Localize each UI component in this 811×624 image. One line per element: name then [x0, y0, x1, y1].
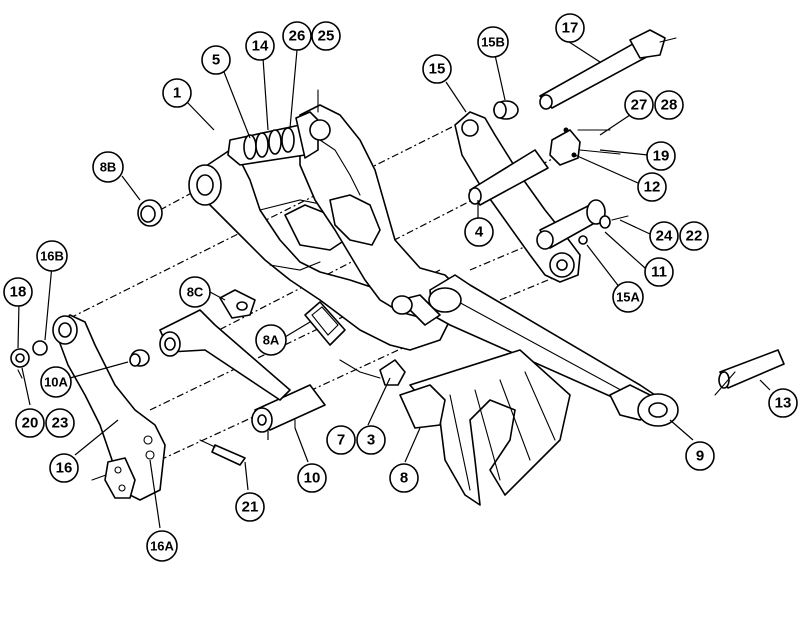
plate-8a [304, 301, 346, 346]
top-pin-assembly [227, 89, 331, 166]
svg-text:13: 13 [775, 395, 792, 412]
svg-text:8C: 8C [187, 285, 204, 300]
svg-text:8B: 8B [100, 160, 117, 175]
svg-text:26: 26 [289, 28, 306, 45]
callout-11[interactable]: 11 [644, 257, 674, 287]
callout-28[interactable]: 28 [654, 90, 684, 120]
callout-22[interactable]: 22 [679, 221, 709, 251]
callout-9[interactable]: 9 [685, 441, 715, 471]
callout-7[interactable]: 7 [326, 425, 356, 455]
svg-text:15B: 15B [481, 35, 505, 50]
callout-12[interactable]: 12 [637, 172, 667, 202]
pivot-boss [137, 164, 222, 227]
callout-26[interactable]: 26 [282, 21, 312, 51]
svg-text:27: 27 [631, 97, 648, 114]
right-frame-plate [299, 104, 461, 321]
svg-text:20: 20 [22, 415, 39, 432]
callout-16b[interactable]: 16B [36, 240, 68, 272]
callout-10[interactable]: 10 [297, 463, 327, 493]
callout-19[interactable]: 19 [646, 141, 676, 171]
pin-13 [714, 349, 785, 396]
pin-17 [539, 29, 677, 110]
hydraulic-cylinder-9 [391, 274, 679, 427]
svg-text:21: 21 [242, 499, 259, 516]
callout-21[interactable]: 21 [235, 492, 265, 522]
svg-text:16: 16 [56, 460, 73, 477]
callout-15b[interactable]: 15B [477, 26, 509, 58]
svg-text:4: 4 [475, 224, 484, 241]
retainer-plate-12 [549, 127, 621, 166]
pin-11-assembly [536, 199, 629, 250]
callout-27[interactable]: 27 [624, 90, 654, 120]
svg-text:25: 25 [318, 28, 335, 45]
svg-text:12: 12 [644, 179, 661, 196]
svg-text:16B: 16B [40, 249, 64, 264]
svg-text:24: 24 [656, 228, 673, 245]
callout-10a[interactable]: 10A [40, 366, 72, 398]
svg-text:15A: 15A [616, 290, 640, 305]
svg-text:11: 11 [651, 264, 667, 281]
callout-16[interactable]: 16 [49, 453, 79, 483]
callout-20[interactable]: 20 [15, 408, 45, 438]
rake-teeth [399, 349, 571, 506]
end-cap-16a [91, 457, 136, 499]
shaft-10 [251, 384, 326, 440]
svg-text:7: 7 [337, 432, 345, 449]
svg-text:23: 23 [52, 415, 69, 432]
svg-text:10: 10 [304, 470, 321, 487]
small-bushings-left [10, 340, 48, 379]
svg-text:8A: 8A [263, 333, 280, 348]
svg-text:15: 15 [429, 61, 446, 78]
svg-text:19: 19 [653, 148, 670, 165]
svg-text:9: 9 [696, 448, 704, 465]
callout-23[interactable]: 23 [45, 408, 75, 438]
callout-16a[interactable]: 16A [146, 530, 178, 562]
link-7-3 [339, 359, 406, 386]
link-bar [159, 289, 291, 401]
callout-8[interactable]: 8 [389, 463, 419, 493]
bushing-10a [129, 349, 150, 367]
callout-15a[interactable]: 15A [612, 281, 644, 313]
svg-text:1: 1 [173, 85, 181, 102]
svg-text:8: 8 [400, 470, 408, 487]
callouts: 1 5 14 26 25 8B 15 15B 17 27 28 19 12 4 … [3, 13, 798, 562]
callout-4[interactable]: 4 [464, 217, 494, 247]
svg-text:3: 3 [367, 432, 375, 449]
callout-18[interactable]: 18 [3, 277, 33, 307]
callout-8c[interactable]: 8C [179, 276, 211, 308]
svg-text:5: 5 [212, 52, 220, 69]
pin-4 [468, 149, 549, 220]
svg-text:10A: 10A [44, 375, 68, 390]
left-link-arm [52, 314, 166, 501]
svg-text:18: 18 [10, 284, 27, 301]
svg-text:14: 14 [252, 38, 269, 55]
svg-text:22: 22 [686, 228, 703, 245]
callout-8a[interactable]: 8A [255, 324, 287, 356]
callout-17[interactable]: 17 [555, 13, 585, 43]
callout-15[interactable]: 15 [422, 54, 452, 84]
callout-25[interactable]: 25 [311, 21, 341, 51]
bolt-21 [199, 439, 246, 466]
callout-3[interactable]: 3 [356, 425, 386, 455]
svg-text:17: 17 [562, 20, 579, 37]
svg-text:28: 28 [661, 97, 678, 114]
svg-text:16A: 16A [150, 539, 174, 554]
leader-lines [17, 39, 771, 529]
callout-14[interactable]: 14 [245, 31, 275, 61]
callout-24[interactable]: 24 [649, 221, 679, 251]
bushing-15b [493, 100, 519, 120]
callout-8b[interactable]: 8B [92, 151, 124, 183]
callout-1[interactable]: 1 [162, 78, 192, 108]
callout-5[interactable]: 5 [201, 45, 231, 75]
callout-13[interactable]: 13 [768, 388, 798, 418]
